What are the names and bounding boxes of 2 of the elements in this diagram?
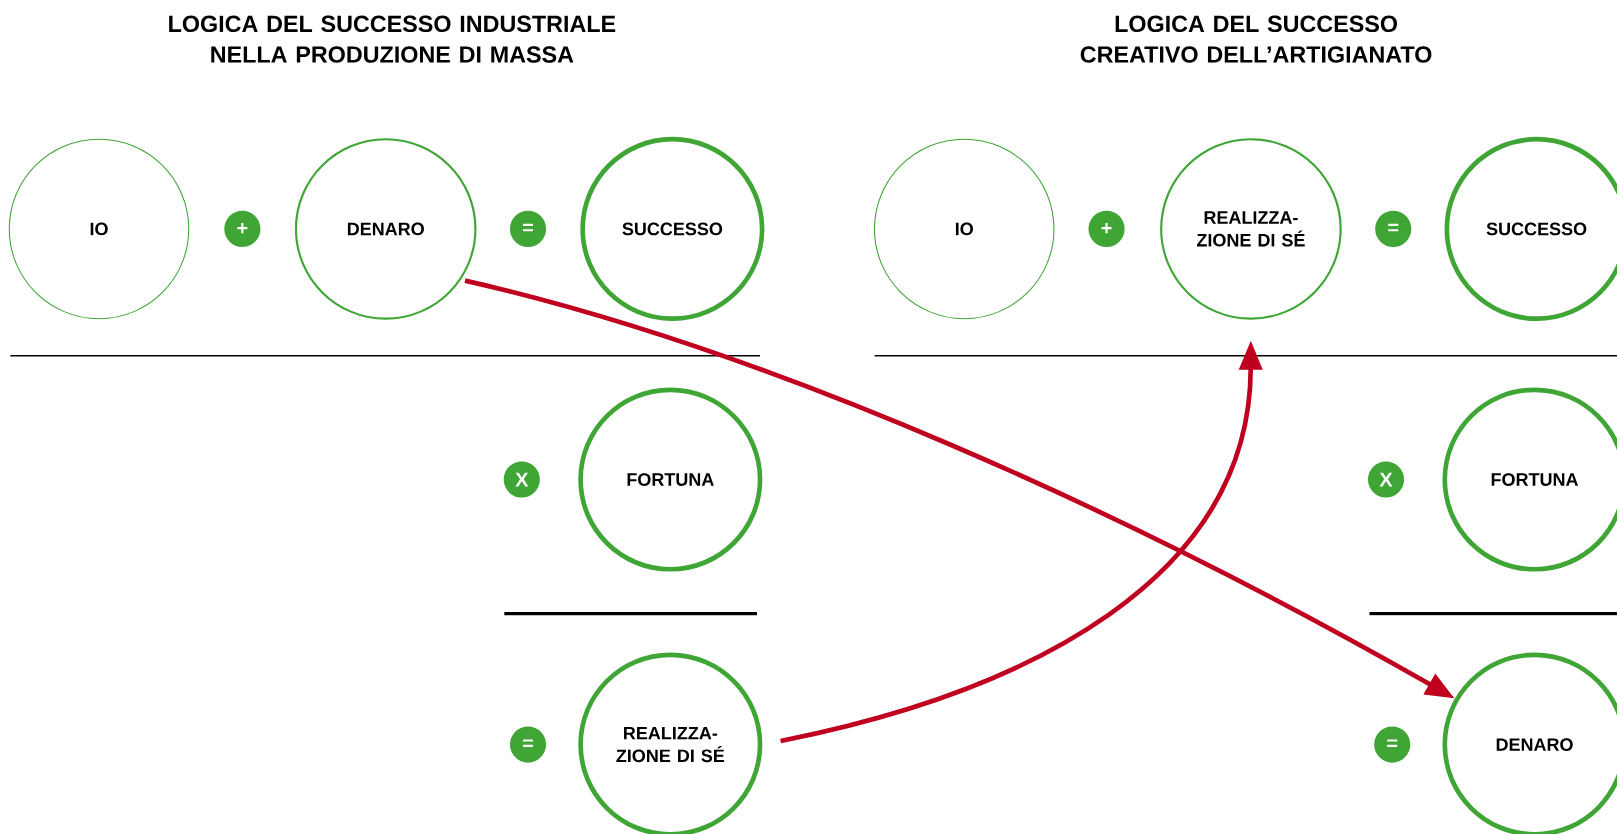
- heading: LOGICA DEL SUCCESSO CREATIVO DELL’ARTIGIANATO: [1080, 15, 1432, 63]
- heading: LOGICA DEL SUCCESSO INDUSTRIALE NELLA PRODUZIONE DI MASSA: [169, 15, 616, 63]
